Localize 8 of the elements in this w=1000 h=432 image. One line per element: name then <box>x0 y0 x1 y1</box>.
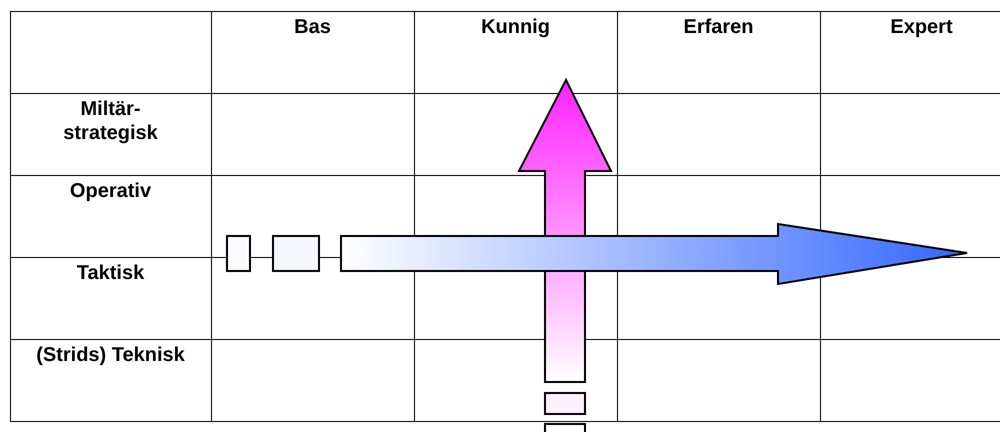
row-header: (Strids) Teknisk <box>36 343 186 367</box>
column-header: Kunnig <box>481 15 550 39</box>
column-header: Expert <box>890 15 953 39</box>
column-header: Bas <box>294 15 331 39</box>
row-header: Operativ <box>68 179 152 203</box>
row-header: Miltär- strategisk <box>62 97 159 145</box>
column-header: Erfaren <box>683 15 754 39</box>
row-header: Taktisk <box>76 261 146 285</box>
